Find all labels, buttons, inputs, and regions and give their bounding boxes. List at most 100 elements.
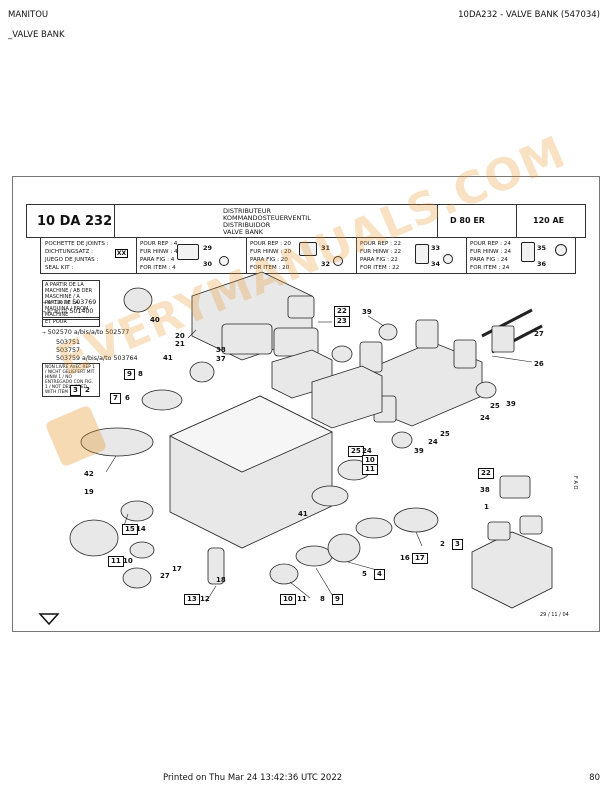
- solenoid-coil-icon: [521, 242, 535, 262]
- seal-kit-line: POCHETTE DE JOINTS :: [45, 241, 109, 247]
- plug-fitting: [475, 381, 497, 399]
- assembled-valve-bank: [471, 531, 553, 609]
- ref-line: FUR HINW : 22: [360, 249, 402, 255]
- callout-number: 39: [362, 308, 372, 316]
- solenoid-cartridge: [295, 545, 333, 567]
- serial-notes: A PARTIR DE LA MACHINE / AB DER MASCHINE…: [42, 280, 100, 322]
- callout-number: 24: [428, 438, 438, 446]
- seal-kit-line: DICHTUNGSATZ :: [45, 249, 94, 255]
- plate-name-en: VALVE BANK: [223, 228, 264, 236]
- part-prefix: → N° 80 ER: [42, 310, 68, 316]
- ref-block-item-20: POUR REP : 20 FUR HINW : 20 PARA FIG : 2…: [247, 238, 357, 273]
- plug-fitting: [269, 563, 299, 585]
- doc-reference: 10DA232 - VALVE BANK (547034): [458, 10, 600, 20]
- callout-number: 38: [480, 486, 490, 494]
- seal-kit-line: JUEGO DE JUNTAS :: [45, 257, 99, 263]
- callout-box: 10: [280, 594, 296, 605]
- part-number-row: 503759 a/bis/a/to 503764: [56, 355, 138, 363]
- page-number: 80: [589, 773, 600, 783]
- serial-note: ET POUR: [42, 317, 100, 328]
- plate-code: 10 DA 232: [27, 205, 115, 237]
- not-delivered-note: NON LIVRE AVEC REP 1 / NICHT GELIEFERT M…: [42, 363, 102, 398]
- plate-model-ref: 120 AE: [533, 216, 565, 225]
- part-prefix: → N° 120 AE: [42, 301, 71, 306]
- ref-number: 30: [203, 260, 213, 268]
- callout-number: 11: [297, 595, 307, 603]
- ref-line: PARA FIG : 22: [360, 257, 398, 263]
- part-number-row: → 502570 a/bis/a/to 502577: [42, 329, 138, 338]
- ref-block-item-24: POUR REP : 24 FUR HINW : 24 PARA FIG : 2…: [467, 238, 577, 273]
- callout-box: 25: [348, 446, 364, 457]
- ref-line: FOR ITEM : 4: [140, 265, 176, 271]
- back-arrow-icon[interactable]: [38, 612, 60, 626]
- callout-number: 24: [362, 447, 372, 455]
- callout-number: 19: [84, 488, 94, 496]
- callout-number: 25: [490, 402, 500, 410]
- callout-number: 8: [138, 370, 143, 378]
- ref-number: 31: [321, 244, 331, 252]
- plug-fitting: [120, 500, 154, 522]
- relief-cartridge: [393, 507, 439, 533]
- callout-number: 26: [534, 360, 544, 368]
- part-number-row: → N° 80 ER 501400: [42, 308, 138, 317]
- callout-box: 17: [412, 553, 428, 564]
- part-number: 503769: [72, 299, 97, 306]
- seal-kit-line: SEAL KIT :: [45, 265, 74, 271]
- plug-fitting: [378, 323, 398, 341]
- check-cartridge: [311, 485, 349, 507]
- ref-line: PARA FIG : 24: [470, 257, 508, 263]
- port-plug: [123, 287, 153, 313]
- solenoid-coil: [519, 515, 543, 535]
- plate-side-stamp: F A O: [572, 476, 578, 490]
- connector-icon: [333, 256, 343, 266]
- plug-fitting: [331, 345, 353, 363]
- callout-number: 8: [320, 595, 325, 603]
- check-cartridge: [129, 541, 155, 559]
- callout-number: 41: [163, 354, 173, 362]
- callout-number: 2: [85, 386, 90, 394]
- plate-name-es: DISTRIBUIDOR: [223, 221, 271, 229]
- ref-line: PARA FIG : 4: [140, 257, 175, 263]
- callout-box: 3: [70, 385, 81, 396]
- ref-number: 29: [203, 244, 213, 252]
- solenoid-coil-icon: [415, 244, 429, 264]
- callout-box: 13: [184, 594, 200, 605]
- callout-number: 2: [440, 540, 445, 548]
- seal-kit-cell: POCHETTE DE JOINTS : DICHTUNGSATZ : JUEG…: [41, 238, 137, 273]
- plug-fitting: [122, 567, 152, 589]
- parts-plate: [12, 176, 600, 632]
- part-number-row: → N° 120 AE 503769: [42, 299, 138, 308]
- callout-number: 27: [160, 572, 170, 580]
- callout-number: 20: [175, 332, 185, 340]
- callout-number: 5: [362, 570, 367, 578]
- callout-number: 37: [216, 355, 226, 363]
- ref-number: 36: [537, 260, 547, 268]
- exploded-valve-bank-drawing: [69, 271, 553, 609]
- callout-box: 22: [478, 468, 494, 479]
- connector-icon: [219, 256, 229, 266]
- callout-box: 15: [122, 524, 138, 535]
- callout-box: 4: [374, 569, 385, 580]
- callout-number: 42: [84, 470, 94, 478]
- ref-line: FOR ITEM : 24: [470, 265, 510, 271]
- solenoid-coil: [287, 295, 315, 319]
- seal-kit-row: POCHETTE DE JOINTS : DICHTUNGSATZ : JUEG…: [40, 238, 576, 274]
- ref-line: FOR ITEM : 22: [360, 265, 400, 271]
- ref-block-item-4: POUR REP : 4 FUR HINW : 4 PARA FIG : 4 F…: [137, 238, 247, 273]
- ref-number: 32: [321, 260, 331, 268]
- callout-number: 14: [136, 525, 146, 533]
- print-timestamp: Printed on Thu Mar 24 13:42:36 UTC 2022: [163, 773, 343, 783]
- plate-model: D 80 ER: [437, 205, 517, 237]
- relief-valve-cartridge: [80, 427, 154, 457]
- callout-number: 40: [150, 316, 160, 324]
- callout-number: 17: [172, 565, 182, 573]
- ref-line: POUR REP : 24: [470, 241, 511, 247]
- connector-icon: [443, 254, 453, 264]
- ref-line: POUR REP : 20: [250, 241, 291, 247]
- pressure-cartridge: [355, 517, 393, 539]
- callout-number: 27: [534, 330, 544, 338]
- callout-box: 3: [452, 539, 463, 550]
- callout-box: 7: [110, 393, 121, 404]
- part-number-row: 503757: [56, 346, 81, 354]
- plate-date-stamp: 29 / 11 / 04: [540, 612, 569, 618]
